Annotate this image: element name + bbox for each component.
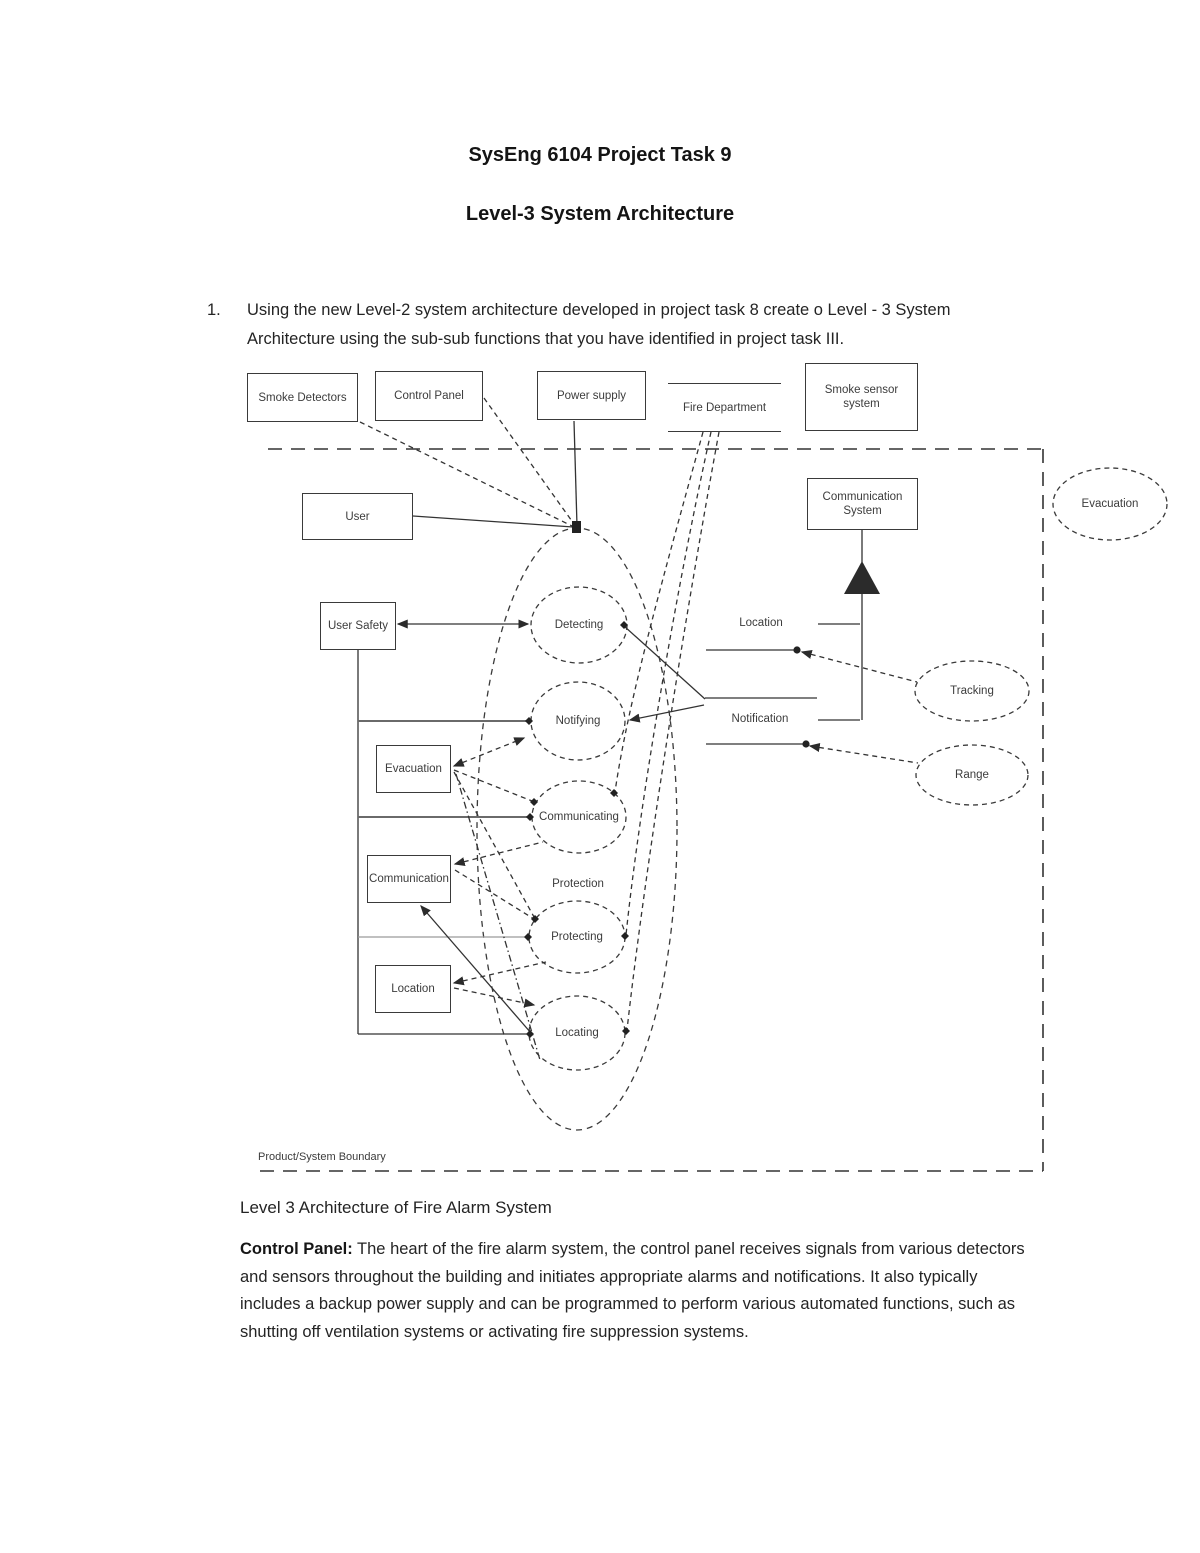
diagram-caption: Level 3 Architecture of Fire Alarm Syste…	[240, 1198, 552, 1217]
smoke-sensor-system-box: Smoke sensor system	[805, 363, 918, 431]
list-marker: 1.	[207, 301, 221, 319]
location-flow-label: Location	[739, 617, 783, 629]
junction-dots	[524, 521, 810, 1038]
communication-box: Communication	[367, 855, 451, 903]
control-panel-paragraph: Control Panel: The heart of the fire ala…	[240, 1236, 1040, 1346]
list-text: Using the new Level-2 system architectur…	[247, 301, 951, 348]
evacuation-box: Evacuation	[376, 745, 451, 793]
location-box-label: Location	[391, 983, 435, 995]
instruction-list-item: 1. Using the new Level-2 system architec…	[207, 296, 1022, 353]
location-box: Location	[375, 965, 451, 1013]
protecting-function-label: Protecting	[551, 931, 603, 943]
power-supply-label: Power supply	[556, 389, 627, 402]
user-safety-label: User Safety	[327, 620, 389, 632]
evacuation-box-label: Evacuation	[385, 763, 442, 775]
solid-connectors	[357, 420, 863, 1035]
user-label: User	[345, 510, 370, 523]
doc-title: SysEng 6104 Project Task 9	[468, 144, 732, 166]
fire-department-box: Fire Department	[668, 383, 781, 432]
locating-function-label: Locating	[555, 1027, 599, 1039]
boundary-label: Product/System Boundary	[258, 1151, 386, 1163]
power-supply-box: Power supply	[537, 371, 646, 420]
system-boundary-dashes	[260, 448, 1044, 1172]
smoke-detectors-label: Smoke Detectors	[258, 391, 347, 404]
paragraph-body: The heart of the fire alarm system, the …	[240, 1240, 1025, 1341]
tracking-ellipse-label: Tracking	[950, 685, 994, 697]
notification-flow-label: Notification	[731, 713, 789, 725]
doc-subtitle: Level-3 System Architecture	[465, 203, 735, 225]
user-box: User	[302, 493, 413, 540]
protection-flow-label: Protection	[552, 878, 604, 890]
fire-department-label: Fire Department	[682, 401, 767, 414]
detecting-function-label: Detecting	[554, 619, 604, 631]
evacuation-ellipse-label: Evacuation	[1081, 498, 1139, 510]
user-safety-box: User Safety	[320, 602, 396, 650]
communication-system-box: Communication System	[807, 478, 918, 530]
communication-system-label: Communication System	[822, 491, 903, 517]
communicating-function-label: Communicating	[539, 811, 619, 823]
paragraph-lead: Control Panel:	[240, 1240, 353, 1258]
notifying-function-label: Notifying	[555, 715, 601, 727]
range-ellipse-label: Range	[955, 769, 989, 781]
convergence-point	[572, 521, 581, 533]
smoke-sensor-system-label: Smoke sensor system	[824, 384, 899, 410]
control-panel-box: Control Panel	[375, 371, 483, 421]
aggregation-triangle	[844, 561, 880, 594]
control-panel-label: Control Panel	[394, 390, 464, 402]
smoke-detectors-box: Smoke Detectors	[247, 373, 358, 422]
communication-box-label: Communication	[369, 873, 449, 885]
function-ellipses	[528, 467, 1168, 1071]
